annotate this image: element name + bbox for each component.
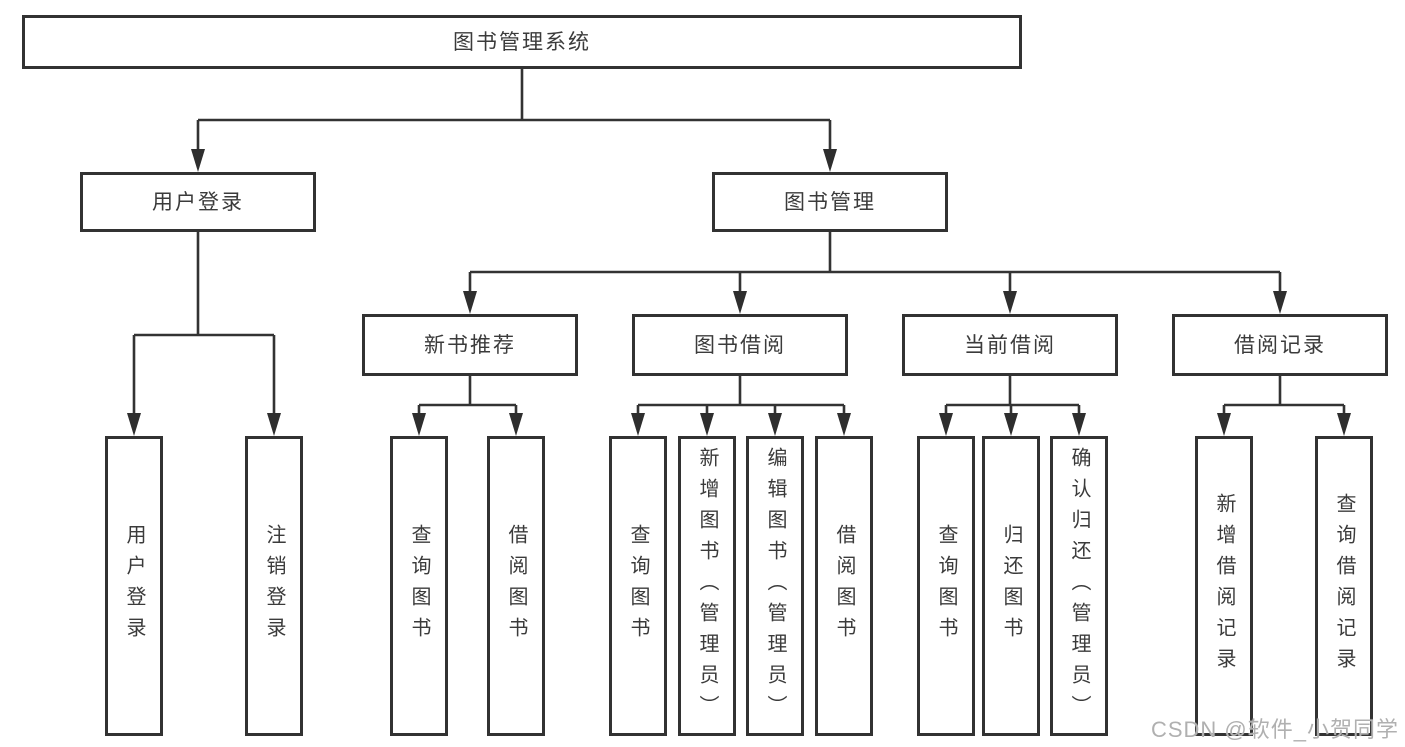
leaf-query-books-recommend: 查询图书	[390, 436, 448, 736]
leaf-logout: 注销登录	[245, 436, 303, 736]
leaf-label: 查询图书	[408, 524, 430, 648]
leaf-query-borrow-record: 查询借阅记录	[1315, 436, 1373, 736]
node-label: 借阅记录	[1234, 333, 1326, 357]
leaf-label: 借阅图书	[505, 524, 527, 648]
leaf-borrow-books-recommend: 借阅图书	[487, 436, 545, 736]
watermark: CSDN @软件_小贺同学	[1150, 717, 1399, 742]
node-label: 当前借阅	[964, 333, 1056, 357]
leaf-label: 注销登录	[263, 524, 285, 648]
leaf-label: 确认归还（管理员）	[1068, 446, 1090, 726]
leaf-label: 新增图书（管理员）	[696, 446, 718, 726]
leaf-label: 编辑图书（管理员）	[764, 446, 786, 726]
node-new-book-recommendation: 新书推荐	[362, 314, 578, 376]
node-book-borrowing: 图书借阅	[632, 314, 848, 376]
leaf-label: 归还图书	[1000, 524, 1022, 648]
node-label: 图书管理系统	[453, 30, 591, 54]
leaf-label: 查询图书	[935, 524, 957, 648]
leaf-label: 借阅图书	[833, 524, 855, 648]
leaf-label: 查询图书	[627, 524, 649, 648]
leaf-label: 新增借阅记录	[1213, 493, 1235, 679]
leaf-borrow-books: 借阅图书	[815, 436, 873, 736]
node-book-management: 图书管理	[712, 172, 948, 232]
leaf-label: 用户登录	[123, 524, 145, 648]
node-user-login: 用户登录	[80, 172, 316, 232]
leaf-label: 查询借阅记录	[1333, 493, 1355, 679]
arrowheads	[127, 149, 1351, 436]
leaf-return-books: 归还图书	[982, 436, 1040, 736]
leaf-add-borrow-record: 新增借阅记录	[1195, 436, 1253, 736]
node-current-borrowing: 当前借阅	[902, 314, 1118, 376]
leaf-query-books-current: 查询图书	[917, 436, 975, 736]
node-label: 用户登录	[152, 190, 244, 214]
node-label: 图书借阅	[694, 333, 786, 357]
node-borrowing-records: 借阅记录	[1172, 314, 1388, 376]
node-label: 新书推荐	[424, 333, 516, 357]
leaf-query-books-borrowing: 查询图书	[609, 436, 667, 736]
leaf-edit-books-admin: 编辑图书（管理员）	[746, 436, 804, 736]
node-label: 图书管理	[784, 190, 876, 214]
leaf-user-login: 用户登录	[105, 436, 163, 736]
leaf-add-books-admin: 新增图书（管理员）	[678, 436, 736, 736]
leaf-confirm-return-admin: 确认归还（管理员）	[1050, 436, 1108, 736]
node-library-management-system: 图书管理系统	[22, 15, 1022, 69]
